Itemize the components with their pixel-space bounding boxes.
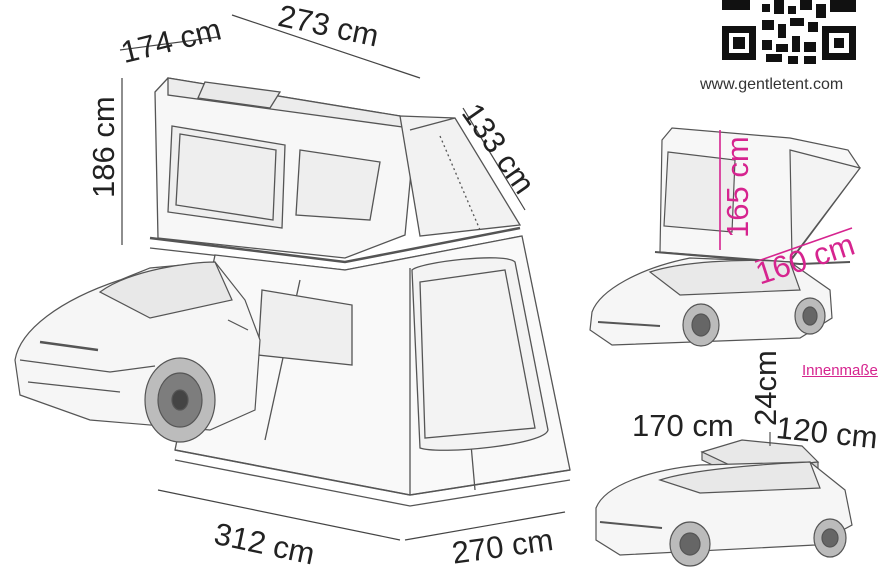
interior-view-drawing: [589, 127, 862, 347]
dimension-lines: [119, 14, 566, 541]
main-car-drawing: [14, 261, 261, 443]
dim-height-total: 186 cm: [86, 96, 121, 198]
closed-view-drawing: [595, 439, 853, 567]
dim-interior-height: 165 cm: [720, 136, 755, 238]
interior-dimension-lines: [719, 130, 853, 263]
website-url[interactable]: www.gentletent.com: [700, 76, 844, 93]
interior-dimensions-link[interactable]: Innenmaße: [802, 362, 878, 379]
qr-code-icon: [716, 0, 862, 66]
dim-closed-height: 24cm: [748, 350, 783, 426]
main-tent-drawing: [149, 77, 571, 507]
dim-closed-length: 170 cm: [632, 408, 734, 443]
